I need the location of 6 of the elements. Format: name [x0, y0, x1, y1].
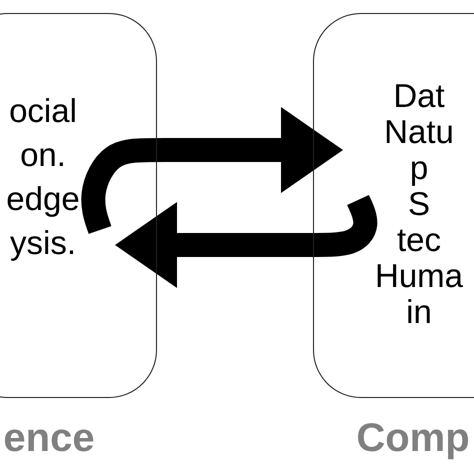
box-text: Dat Natu p S tec Huma in	[374, 78, 464, 330]
curved-arrow	[81, 107, 343, 236]
box-heading: ence	[3, 416, 95, 461]
box-heading: Comp	[356, 416, 470, 461]
curved-arrow	[115, 192, 378, 288]
box-text: ocial on. edge ysis.	[6, 91, 80, 263]
